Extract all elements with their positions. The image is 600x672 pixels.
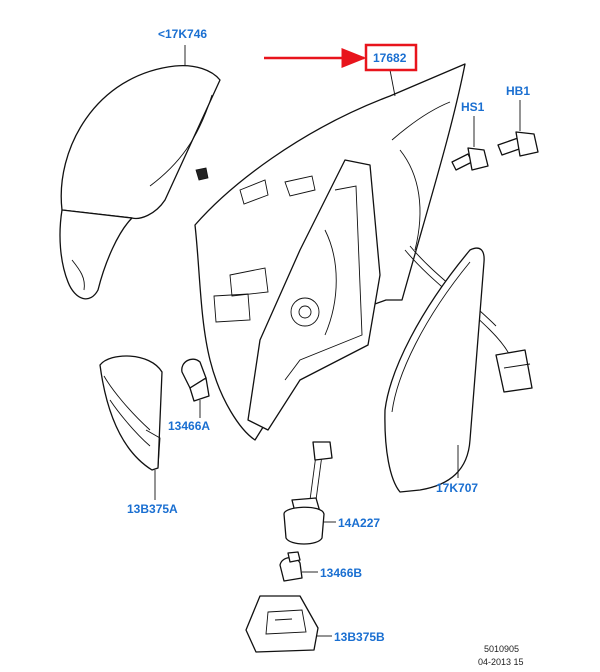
screw-hs1-part — [451, 116, 489, 171]
label-lamp-13b375a: 13B375A — [127, 502, 178, 516]
socket-14a227-part — [283, 441, 336, 545]
label-lamp-13b375b: 13B375B — [334, 630, 385, 644]
bulb-13466b-part — [279, 551, 318, 582]
housing-leader — [389, 69, 396, 97]
mirror-glass-part — [384, 247, 485, 493]
label-bolt-hb1: HB1 — [506, 84, 530, 98]
bulb-13466a-part — [181, 358, 210, 418]
footer-date: 04-2013 15 — [478, 657, 524, 667]
lamp-13b375b-part — [245, 595, 332, 653]
mirror-housing-part — [194, 63, 466, 441]
label-housing: 17682 — [373, 51, 407, 65]
highlight-box — [364, 43, 418, 72]
label-bulb-13466a: 13466A — [168, 419, 210, 433]
label-bulb-13466b: 13466B — [320, 566, 362, 580]
label-screw-hs1: HS1 — [461, 100, 485, 114]
bolt-hb1-part — [497, 100, 539, 157]
label-cap: <17K746 — [158, 27, 207, 41]
footer-ref: 5010905 — [484, 644, 519, 654]
label-socket-14a227: 14A227 — [338, 516, 380, 530]
mirror-cap-part — [59, 64, 221, 300]
label-glass-17k707: 17K707 — [436, 481, 478, 495]
lamp-13b375a-part — [99, 355, 163, 500]
